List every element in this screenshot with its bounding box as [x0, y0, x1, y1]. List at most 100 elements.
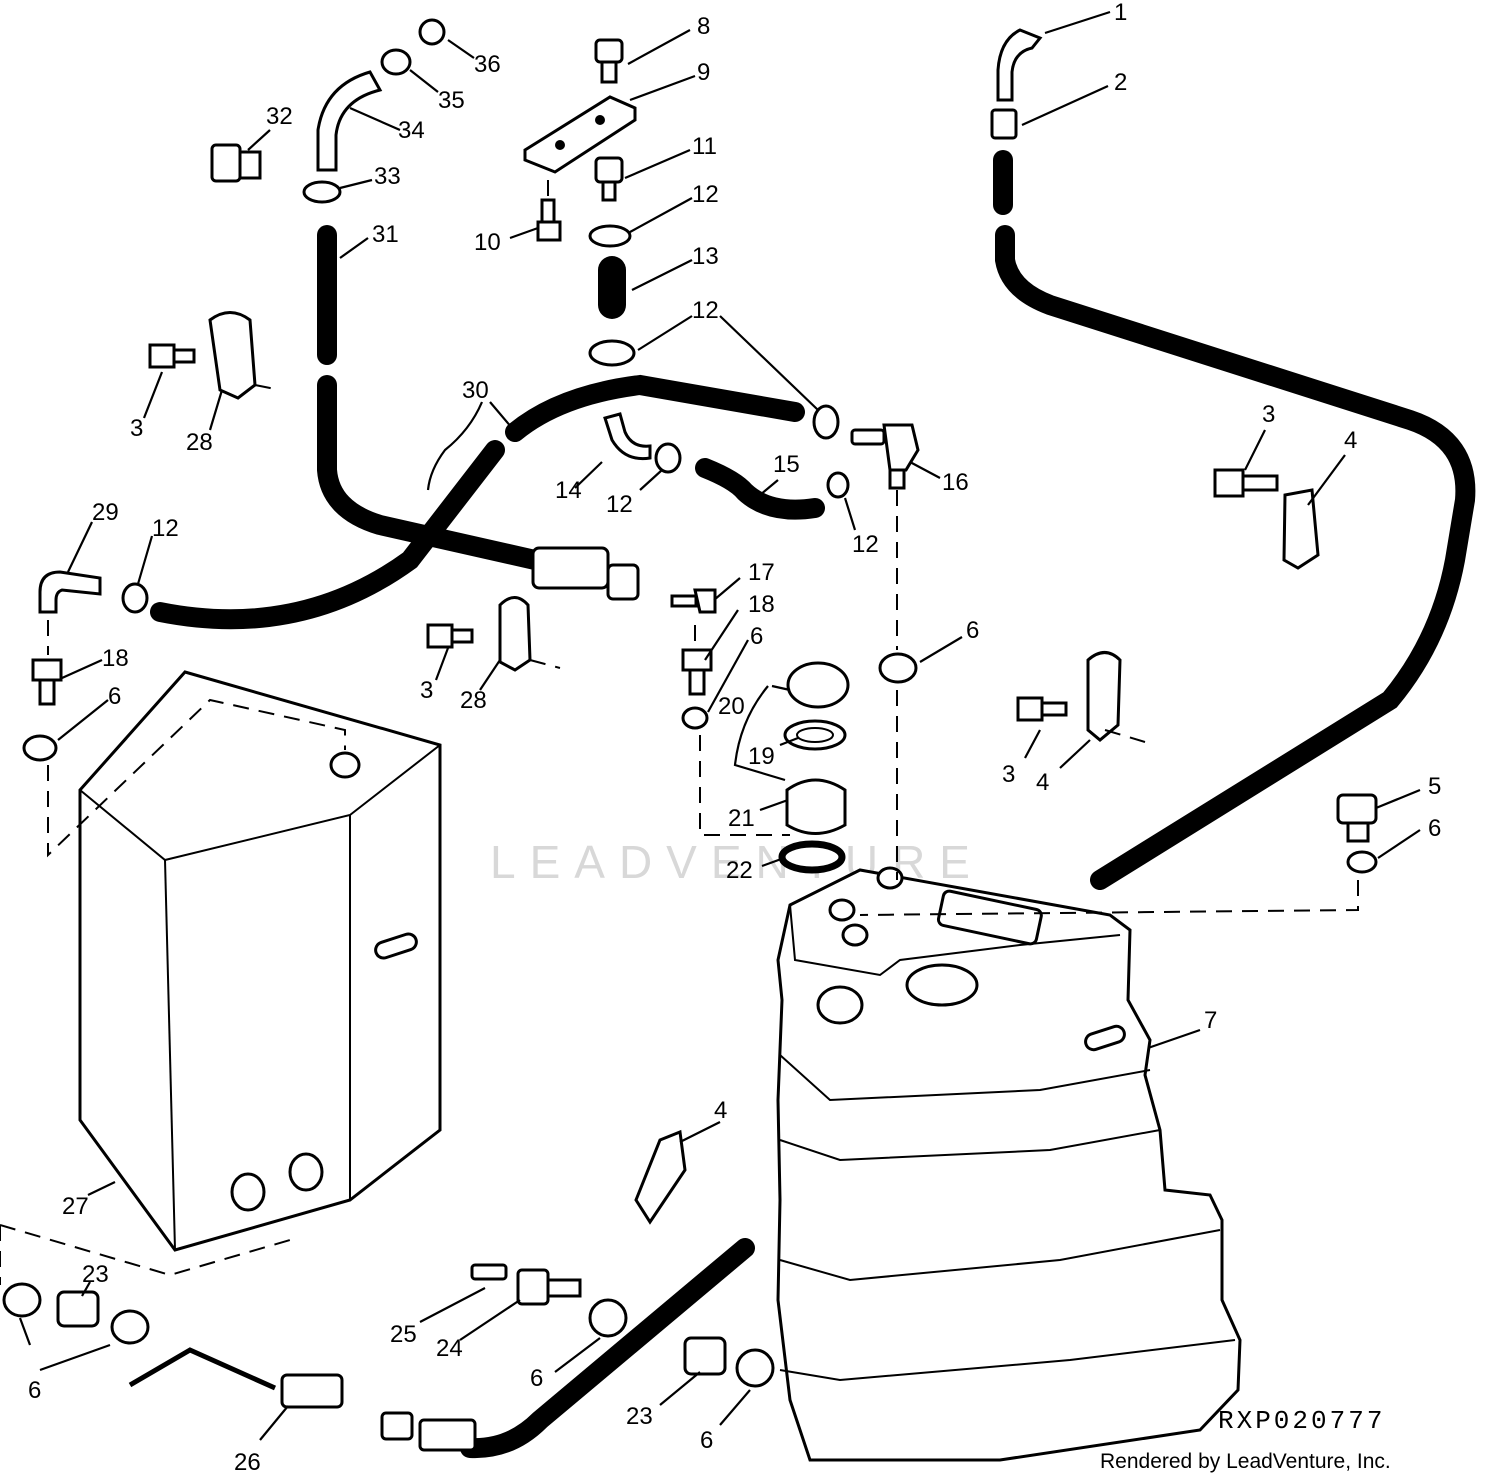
- callout-3c: 3: [130, 415, 143, 442]
- elbow-fitting-16: [882, 423, 920, 472]
- callout-6a: 6: [750, 623, 763, 650]
- parts: [2, 18, 1378, 1452]
- callout-9: 9: [697, 59, 710, 86]
- clip-28: [208, 311, 257, 400]
- elbow-14: [603, 412, 652, 461]
- sleeve-23: [683, 1336, 727, 1376]
- clip-4: [634, 1129, 687, 1225]
- callout-34: 34: [398, 117, 425, 144]
- callout-24: 24: [436, 1335, 463, 1362]
- callout-15: 15: [773, 451, 800, 478]
- callout-3d: 3: [420, 677, 433, 704]
- callout-12d: 12: [852, 531, 879, 558]
- callout-23b: 23: [626, 1403, 653, 1430]
- callout-5: 5: [1428, 773, 1441, 800]
- sleeve-36: [418, 18, 446, 46]
- filter-26: [280, 1373, 344, 1409]
- callout-4a: 4: [1344, 427, 1357, 454]
- callout-22: 22: [726, 857, 753, 884]
- filler-neck-21: [785, 778, 847, 835]
- clamp-6: [110, 1309, 150, 1345]
- elbow-29: [38, 570, 102, 614]
- clamp-12: [654, 442, 682, 474]
- callout-8: 8: [697, 13, 710, 40]
- cap-20: [786, 661, 850, 709]
- gasket-22: [778, 840, 846, 874]
- figure-code: RXP020777: [1218, 1406, 1385, 1436]
- fitting-24: [516, 1268, 550, 1306]
- callout-4c: 4: [714, 1097, 727, 1124]
- callout-4b: 4: [1036, 769, 1049, 796]
- callout-6b: 6: [966, 617, 979, 644]
- callout-17: 17: [748, 559, 775, 586]
- clamp-6: [735, 1348, 775, 1388]
- callout-12b: 12: [692, 297, 719, 324]
- bolt-3: [1016, 696, 1044, 722]
- credit-text: Rendered by LeadVenture, Inc.: [1100, 1450, 1391, 1473]
- callout-10: 10: [474, 229, 501, 256]
- clamp-33: [302, 180, 342, 204]
- callout-25: 25: [390, 1321, 417, 1348]
- callout-6g: 6: [700, 1427, 713, 1454]
- callout-33: 33: [374, 163, 401, 190]
- bolt-3: [426, 623, 454, 649]
- tank-27: [78, 670, 442, 1252]
- callout-12a: 12: [692, 181, 719, 208]
- fitting-30: [531, 546, 610, 590]
- callout-2: 2: [1114, 69, 1127, 96]
- callout-28a: 28: [186, 429, 213, 456]
- callout-28b: 28: [460, 687, 487, 714]
- callout-6c: 6: [1428, 815, 1441, 842]
- callout-26: 26: [234, 1449, 261, 1476]
- sleeve-23: [56, 1290, 100, 1328]
- callout-3a: 3: [1262, 401, 1275, 428]
- callout-20: 20: [718, 693, 745, 720]
- clamp-6: [681, 706, 709, 730]
- callout-12e: 12: [152, 515, 179, 542]
- cap-5: [1336, 793, 1378, 825]
- cap-screw-8: [594, 38, 624, 64]
- elbow-17: [693, 588, 717, 614]
- callout-18a: 18: [748, 591, 775, 618]
- clamp-6: [22, 734, 58, 762]
- plate-9: [523, 95, 637, 174]
- clamp-12: [588, 224, 632, 248]
- callout-11: 11: [692, 133, 717, 160]
- callout-1: 1: [1114, 0, 1127, 26]
- callout-36: 36: [474, 51, 501, 78]
- callout-7: 7: [1204, 1007, 1217, 1034]
- fitting-10: [540, 198, 556, 224]
- callout-31: 31: [372, 221, 399, 248]
- clamp-12: [588, 339, 636, 367]
- fitting-11: [594, 156, 624, 184]
- callout-6e: 6: [28, 1377, 41, 1404]
- callout-23a: 23: [82, 1261, 109, 1288]
- bolt-3: [148, 343, 176, 369]
- fitting-25: [470, 1263, 508, 1281]
- callout-35: 35: [438, 87, 465, 114]
- callout-14: 14: [555, 477, 582, 504]
- hose-34: [316, 70, 383, 172]
- clip-4: [1086, 651, 1122, 742]
- fitting-2: [990, 108, 1018, 140]
- callout-6f: 6: [530, 1365, 543, 1392]
- clamp-12: [826, 471, 850, 499]
- nut-35: [380, 48, 412, 76]
- callout-16: 16: [942, 469, 969, 496]
- callout-30: 30: [462, 377, 489, 404]
- callout-27: 27: [62, 1193, 89, 1220]
- gasket-19: [783, 719, 847, 751]
- callout-19: 19: [748, 743, 775, 770]
- callout-12c: 12: [606, 491, 633, 518]
- callout-29: 29: [92, 499, 119, 526]
- clamp-12: [121, 582, 149, 614]
- plug-32: [210, 143, 242, 183]
- callout-3b: 3: [1002, 761, 1015, 788]
- clamp-6: [878, 652, 918, 684]
- tank-7: [776, 866, 1242, 1462]
- callout-6d: 6: [108, 683, 121, 710]
- callout-21: 21: [728, 805, 755, 832]
- clamp-6: [2, 1282, 42, 1318]
- callout-18b: 18: [102, 645, 129, 672]
